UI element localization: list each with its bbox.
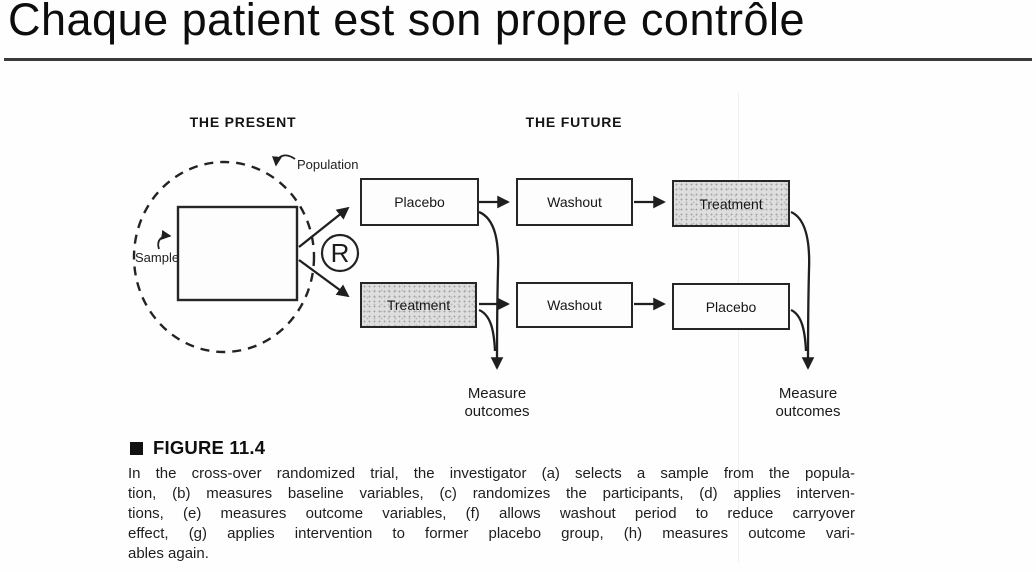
randomization-r-symbol: R: [331, 238, 350, 268]
box-placebo-row2-label: Placebo: [705, 298, 757, 315]
curve-placebo2-to-measure: [790, 308, 808, 352]
future-header: THE FUTURE: [525, 114, 623, 130]
randomization-circle: [320, 233, 360, 273]
curve-treatment2-to-measure: [790, 210, 815, 370]
figure-bullet-icon: [130, 441, 143, 455]
arrow-sample-to-treatment: [298, 259, 350, 298]
box-washout-row2: Washout: [516, 282, 633, 328]
box-washout-row1: Washout: [516, 178, 633, 226]
measure-outcomes-right-line2: outcomes: [775, 403, 841, 420]
measure-outcomes-left: Measure outcomes: [432, 385, 562, 421]
measure-outcomes-left-line1: Measure: [467, 385, 527, 402]
population-label: Population: [297, 157, 359, 172]
caption-line: tions, (e) measures outcome variables, (…: [128, 505, 855, 522]
box-treatment-row2: Treatment: [360, 282, 477, 328]
sample-label: Sample: [135, 250, 180, 265]
box-placebo-row2: Placebo: [672, 283, 790, 330]
box-washout-row2-label: Washout: [547, 297, 602, 313]
box-placebo-row1: Placebo: [360, 178, 479, 226]
present-header: THE PRESENT: [189, 114, 297, 130]
box-washout-row1-label: Washout: [547, 194, 602, 210]
measure-outcomes-right-line1: Measure: [778, 385, 838, 402]
figure-heading-text: FIGURE 11.4: [153, 437, 266, 458]
sample-pointer-arrow-icon: [157, 230, 172, 250]
caption-line: effect, (g) applies intervention to form…: [128, 525, 855, 542]
population-pointer-arrow-icon: [272, 154, 296, 167]
measure-outcomes-left-line2: outcomes: [464, 403, 530, 420]
box-treatment-row1: Treatment: [672, 180, 790, 227]
arrow-sample-to-placebo: [298, 206, 350, 248]
page-title: Chaque patient est son propre contrôle: [8, 0, 806, 45]
figure-heading: FIGURE 11.4: [130, 437, 265, 459]
box-treatment-row2-label: Treatment: [386, 297, 451, 313]
title-underline: [4, 58, 1032, 61]
sample-square: [176, 205, 299, 302]
caption-line: In the cross-over randomized trial, the …: [128, 465, 855, 482]
curve-treatment1-to-measure: [478, 308, 497, 352]
figure-caption: In the cross-over randomized trial, the …: [128, 464, 855, 564]
box-treatment-row1-label: Treatment: [699, 195, 763, 212]
box-placebo-row1-label: Placebo: [394, 194, 445, 210]
caption-line: tion, (b) measures baseline variables, (…: [128, 485, 855, 502]
curve-placebo1-to-measure: [478, 210, 504, 370]
measure-outcomes-right: Measure outcomes: [743, 385, 873, 421]
caption-line: ables again.: [128, 545, 209, 562]
